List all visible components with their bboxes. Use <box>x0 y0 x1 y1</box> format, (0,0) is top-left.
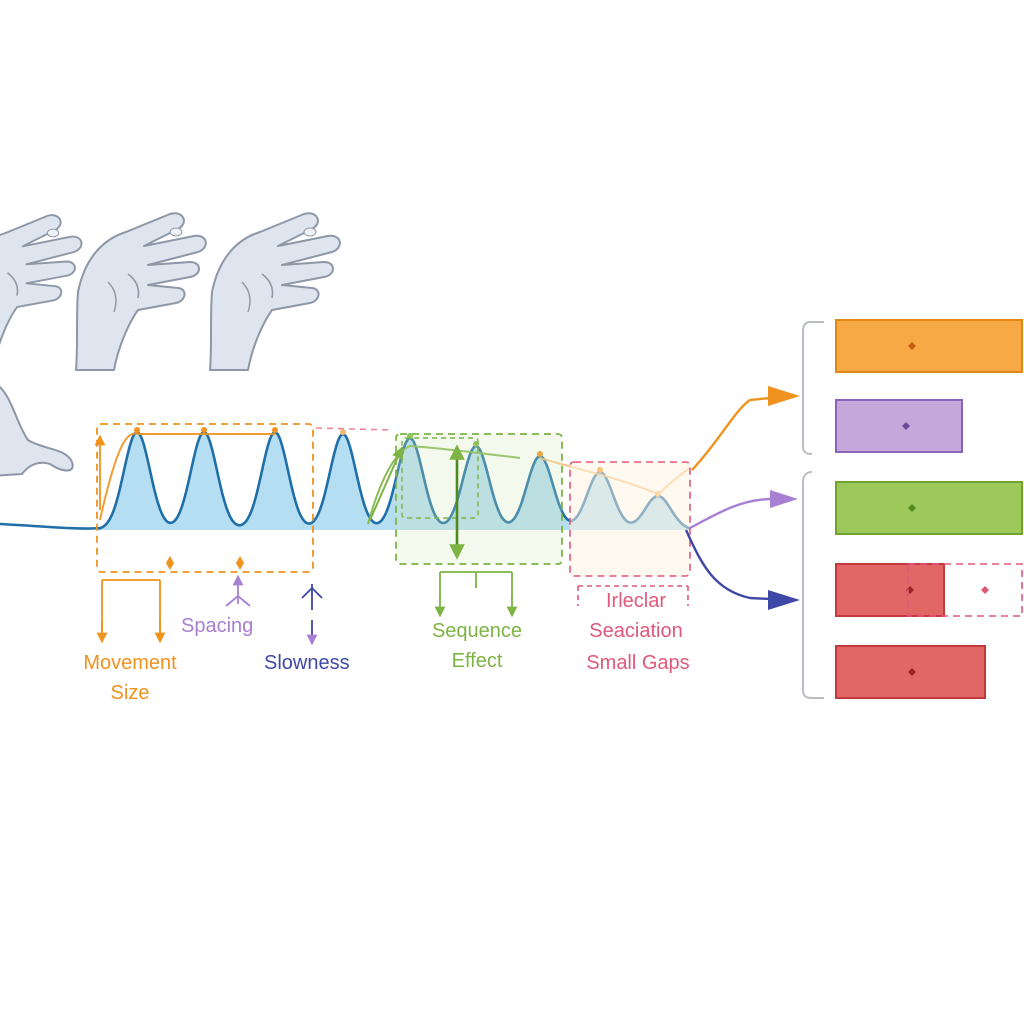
connector-navy <box>684 529 791 602</box>
spacing-arrow-icon <box>225 574 251 607</box>
label-movement-line2: Size <box>110 682 150 704</box>
output-bar <box>835 563 945 617</box>
hand-icon <box>0 214 83 366</box>
spacing-marker-icon <box>166 556 244 570</box>
envelope-green <box>367 444 521 525</box>
irregular-top-box <box>315 427 393 431</box>
small-gaps-bracket <box>577 585 689 606</box>
slowness-arrow-icon <box>301 584 323 646</box>
label-slowness: Slowness <box>264 652 350 674</box>
envelope-orange <box>99 432 275 521</box>
hand-icon <box>209 212 341 371</box>
sequence-diagonal-arrow <box>369 446 404 521</box>
arrow-right-icon <box>770 490 798 508</box>
arrow-right-icon <box>768 590 800 610</box>
movement-bracket <box>101 579 161 636</box>
label-sequence-line2: Effect <box>451 650 503 672</box>
small-gaps-box <box>569 461 691 577</box>
output-bar <box>835 481 1023 535</box>
peak-dot <box>201 427 207 433</box>
ghost-dot-icon <box>981 586 989 594</box>
peak-dot <box>537 451 543 457</box>
peak-dot <box>340 429 346 435</box>
bar-dot-icon <box>908 668 916 676</box>
output-bar <box>835 319 1023 373</box>
hand-icon <box>0 385 74 477</box>
output-bracket <box>802 321 824 699</box>
sequence-inner-box <box>401 437 479 519</box>
connector-purple <box>689 497 790 530</box>
label-irregular: Irleclar <box>605 590 666 612</box>
label-spacing: Spacing <box>181 615 254 637</box>
sequence-effect-box <box>395 433 563 565</box>
label-movement-line1: Movement <box>83 652 177 674</box>
output-bar-ghost <box>907 563 1023 617</box>
bar-dot-icon <box>908 504 916 512</box>
label-sequence-effect: Sequence Effect <box>412 616 542 676</box>
label-small-gaps: Small Gaps <box>586 652 690 674</box>
sequence-bracket <box>439 571 513 600</box>
bar-dot-icon <box>902 422 910 430</box>
connector-orange <box>691 394 791 471</box>
label-separation: Seaciation <box>589 620 683 642</box>
peak-dot <box>134 427 140 433</box>
hand-icon <box>75 212 207 371</box>
bar-dot-icon <box>908 342 916 350</box>
output-bar <box>835 399 963 453</box>
arrow-right-icon <box>768 386 800 406</box>
signal-area <box>100 432 690 530</box>
label-sequence-line1: Sequence <box>431 620 523 642</box>
label-movement-size: Movement Size <box>68 648 192 708</box>
peak-dot <box>272 427 278 433</box>
